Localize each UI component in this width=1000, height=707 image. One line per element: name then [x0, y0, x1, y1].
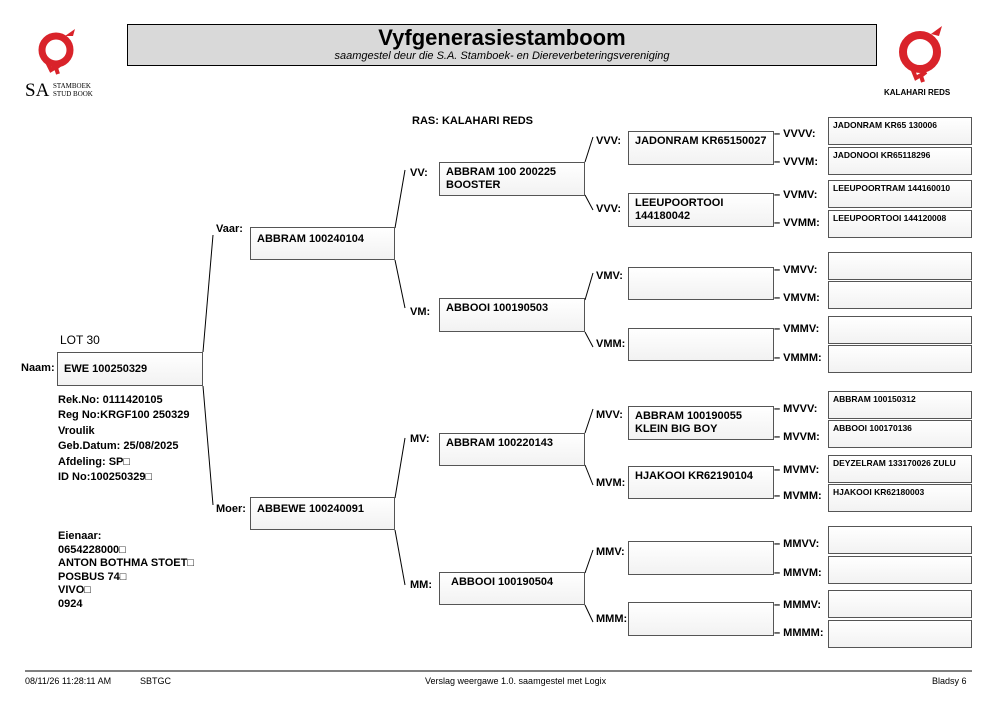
- gen4-box: [828, 526, 972, 554]
- gen4-label: – VVMV:: [774, 189, 818, 201]
- gen4-box: JADONRAM KR65 130006: [828, 117, 972, 145]
- gen4-box: DEYZELRAM 133170026 ZULU: [828, 455, 972, 483]
- gen4-label: – VVVV:: [774, 128, 816, 140]
- vaar-label: Vaar:: [216, 223, 243, 235]
- gen4-box: ABBOOI 100170136: [828, 420, 972, 448]
- mv-label: MV:: [410, 433, 430, 445]
- mm-box: ABBOOI 100190504: [439, 572, 585, 605]
- vvv-box: JADONRAM KR65150027: [628, 131, 774, 165]
- sex: Vroulik: [58, 424, 95, 437]
- footer-datetime: 08/11/26 11:28:11 AM: [25, 676, 112, 686]
- gen4-box: LEEUPOORTOOI 144120008: [828, 210, 972, 238]
- sa-logo-text: STAMBOEK STUD BOOK: [53, 82, 93, 98]
- mmv-label: MMV:: [596, 546, 625, 558]
- kalahari-reds-logo: KALAHARI REDS: [882, 22, 962, 100]
- sa-logo-letters: SA: [25, 80, 50, 101]
- vvm-box: LEEUPOORTOOI 144180042: [628, 193, 774, 227]
- vmv-box: [628, 267, 774, 300]
- vmv-label: VMV:: [596, 270, 623, 282]
- vm-box: ABBOOI 100190503: [439, 298, 585, 332]
- footer-report: Verslag weergawe 1.0. saamgestel met Log…: [425, 676, 607, 686]
- moer-box: ABBEWE 100240091: [250, 497, 395, 530]
- report-title: Vyfgenerasiestamboom: [378, 25, 626, 50]
- gen4-box: [828, 556, 972, 584]
- footer-code: SBTGC: [140, 676, 172, 686]
- vv-label: VV:: [410, 167, 428, 179]
- kalahari-reds-emblem-icon: [899, 26, 942, 83]
- afdeling: Afdeling: SP□: [58, 455, 131, 468]
- sa-logo-line2: STUD BOOK: [53, 90, 93, 98]
- gen4-label: – VVMM:: [774, 217, 820, 229]
- mmm-label: MMM:: [596, 613, 628, 625]
- gen4-box: [828, 345, 972, 373]
- owner-number: 0654228000□: [58, 543, 126, 556]
- naam-label: Naam:: [21, 362, 55, 374]
- reg-no: Reg No:KRGF100 250329: [58, 409, 190, 422]
- gen4-box: JADONOOI KR65118296: [828, 147, 972, 175]
- vvv-label: VVV:: [596, 135, 622, 147]
- rek-no: Rek.No: 0111420105: [58, 394, 163, 406]
- owner-label: Eienaar:: [58, 530, 102, 542]
- gen4-box: [828, 281, 972, 309]
- vmm-label: VMM:: [596, 338, 626, 350]
- gen4-box: [828, 316, 972, 344]
- gen4-label: – VMMM:: [774, 352, 822, 364]
- gen4-label: – MMMM:: [774, 627, 824, 639]
- birth-date: Geb.Datum: 25/08/2025: [58, 440, 179, 453]
- sa-logo-line1: STAMBOEK: [53, 82, 91, 90]
- mvm-box: HJAKOOI KR62190104: [628, 466, 774, 499]
- gen4-label: – MVMM:: [774, 490, 822, 502]
- moer-label: Moer:: [216, 503, 246, 515]
- gen4-label: – MMVV:: [774, 538, 820, 550]
- gen4-box: HJAKOOI KR62180003: [828, 484, 972, 512]
- lot-number: LOT 30: [60, 333, 100, 347]
- owner-name: ANTON BOTHMA STOET□: [58, 557, 194, 570]
- breed-label: RAS: KALAHARI REDS: [412, 115, 533, 127]
- mv-box: ABBRAM 100220143: [439, 433, 585, 466]
- gen4-label: – MVMV:: [774, 464, 820, 476]
- vmm-box: [628, 328, 774, 361]
- mm-label: MM:: [410, 579, 432, 591]
- mmm-box: [628, 602, 774, 636]
- mvv-box: ABBRAM 100190055 KLEIN BIG BOY: [628, 406, 774, 440]
- owner-code: 0924: [58, 597, 83, 610]
- mvv-label: MVV:: [596, 409, 623, 421]
- sa-stud-book-logo: SA STAMBOEK STUD BOOK: [25, 26, 105, 101]
- gen4-box: ABBRAM 100150312: [828, 391, 972, 419]
- owner-info: Eienaar:0654228000□ANTON BOTHMA STOET□PO…: [58, 530, 194, 612]
- mmv-box: [628, 541, 774, 575]
- report-header: Vyfgenerasiestamboom saamgestel deur die…: [127, 24, 877, 66]
- sa-stud-book-emblem-icon: [38, 29, 75, 75]
- owner-address2: VIVO□: [58, 584, 91, 597]
- gen4-label: – MVVM:: [774, 431, 820, 443]
- gen4-label: – VVVM:: [774, 156, 819, 168]
- gen4-label: – MVVV:: [774, 403, 818, 415]
- gen4-label: – VMVV:: [774, 264, 818, 276]
- footer-page: Bladsy 6: [932, 676, 967, 686]
- vm-label: VM:: [410, 306, 431, 318]
- kalahari-reds-logo-text: KALAHARI REDS: [884, 88, 951, 97]
- gen4-label: – VMVM:: [774, 292, 820, 304]
- gen4-label: – MMVM:: [774, 567, 822, 579]
- gen4-box: [828, 590, 972, 618]
- gen4-box: LEEUPOORTRAM 144160010: [828, 180, 972, 208]
- mvm-label: MVM:: [596, 477, 626, 489]
- gen4-label: – MMMV:: [774, 599, 822, 611]
- vaar-box: ABBRAM 100240104: [250, 227, 395, 260]
- gen4-box: [828, 252, 972, 280]
- report-subtitle: saamgestel deur die S.A. Stamboek- en Di…: [334, 50, 670, 62]
- vv-box: ABBRAM 100 200225 BOOSTER: [439, 162, 585, 196]
- vvm-label: VVV:: [596, 203, 622, 215]
- gen4-label: – VMMV:: [774, 323, 820, 335]
- id-no: ID No:100250329□: [58, 471, 153, 484]
- subject-box: EWE 100250329: [57, 352, 203, 386]
- owner-address1: POSBUS 74□: [58, 570, 127, 583]
- gen4-box: [828, 620, 972, 648]
